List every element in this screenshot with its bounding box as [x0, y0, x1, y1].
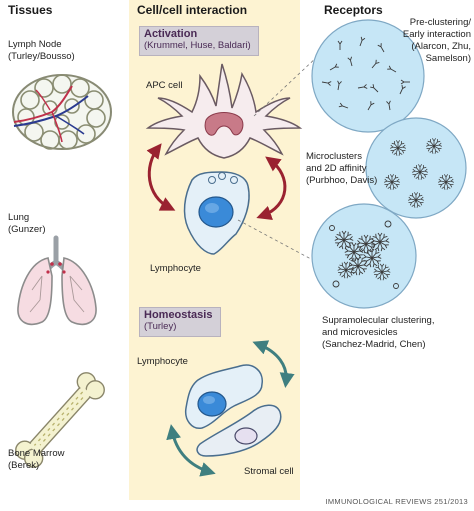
homeostasis-cells-icon — [184, 364, 282, 457]
receptor-circle-supramolecular — [311, 203, 417, 309]
lymph-node-icon — [12, 74, 112, 150]
activation-box: Activation (Krummel, Huse, Baldari) — [139, 26, 259, 56]
supramolecular-label-2: and microvesicles — [322, 327, 398, 338]
lung-label: Lung — [8, 212, 30, 223]
receptors-header: Receptors — [324, 3, 383, 17]
supramolecular-authors: (Sanchez-Madrid, Chen) — [322, 339, 426, 350]
microclusters-label-2: and 2D affinity — [306, 163, 367, 174]
lymph-node-label: Lymph Node — [8, 39, 62, 50]
preclustering-authors-2: Samelson) — [425, 53, 471, 64]
activation-title: Activation — [144, 28, 198, 40]
preclustering-authors: (Alarcon, Zhu, — [411, 41, 471, 52]
activation-lymphocyte-label: Lymphocyte — [150, 263, 201, 274]
apc-cell-label: APC cell — [146, 80, 183, 91]
homeostasis-authors: (Turley) — [144, 321, 177, 332]
lungs-icon — [17, 235, 97, 326]
preclustering-label: Pre-clustering/ — [409, 17, 471, 28]
activation-authors: (Krummel, Huse, Baldari) — [144, 40, 251, 51]
tissues-header: Tissues — [8, 3, 53, 17]
stromal-cell-label: Stromal cell — [244, 466, 294, 477]
homeostasis-title: Homeostasis — [144, 309, 213, 321]
homeostasis-arrow-left — [166, 424, 216, 477]
preclustering-label-2: Early interaction — [402, 29, 471, 40]
supramolecular-label: Supramolecular clustering, — [322, 315, 435, 326]
receptor-circle-preclustering — [311, 19, 425, 133]
bone-marrow-label: Bone Marrow — [8, 448, 65, 459]
apc-cell-icon — [145, 63, 303, 159]
homeostasis-arrow-right — [252, 340, 295, 388]
bone-marrow-authors: (Berek) — [8, 460, 40, 471]
microclusters-label: Microclusters — [306, 151, 362, 162]
activated-lymphocyte-icon — [183, 171, 250, 255]
receptor-circle-microclusters — [365, 117, 467, 219]
interaction-arrow-right — [256, 156, 287, 221]
lymph-node-authors: (Turley/Bousso) — [8, 51, 75, 62]
connector-line-lower — [237, 219, 325, 267]
bone-icon — [15, 372, 105, 468]
journal-footer: IMMUNOLOGICAL REVIEWS 251/2013 — [325, 497, 468, 506]
interaction-header: Cell/cell interaction — [137, 3, 248, 17]
microclusters-authors: (Purbhoo, Davis) — [306, 175, 378, 186]
homeostasis-lymphocyte-label: Lymphocyte — [137, 356, 188, 367]
connector-line-upper — [253, 55, 319, 117]
lung-authors: (Gunzer) — [8, 224, 46, 235]
interaction-arrow-left — [146, 143, 176, 211]
homeostasis-box: Homeostasis (Turley) — [139, 307, 221, 337]
